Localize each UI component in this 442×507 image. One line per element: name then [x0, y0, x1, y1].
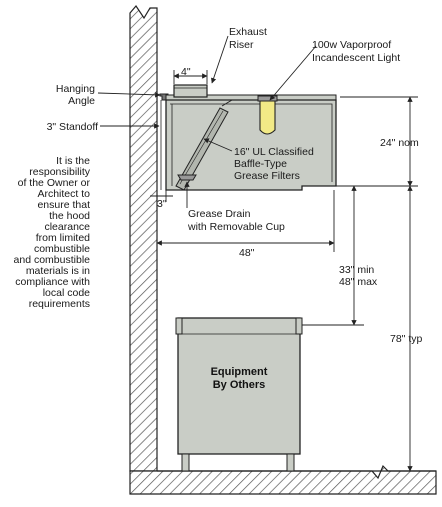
hood	[157, 84, 337, 191]
responsibility-line: from limited	[36, 232, 90, 244]
dim-hood-length: 48"	[239, 247, 255, 259]
dim-clearance-max: 48" max	[339, 276, 378, 288]
dimension-lines	[97, 35, 418, 472]
responsibility-line: ensure that	[37, 199, 90, 211]
responsibility-line: responsibility	[29, 166, 90, 178]
label-exhaust-riser-2: Riser	[229, 39, 254, 51]
responsibility-line: the hood	[49, 210, 90, 222]
responsibility-line: Architect to	[37, 188, 90, 200]
label-hanging-angle-1: Hanging	[56, 83, 95, 95]
label-standoff: 3" Standoff	[47, 121, 98, 133]
responsibility-line: clearance	[44, 221, 90, 233]
label-light-1: 100w Vaporproof	[312, 39, 391, 51]
dim-mount-height: 78" typ	[390, 333, 422, 345]
label-filters-1: 16" UL Classified	[234, 146, 314, 158]
annotations: Exhaust Riser 100w Vaporproof Incandesce…	[14, 26, 423, 391]
dim-standoff-depth: 3"	[157, 198, 167, 210]
floor	[129, 464, 437, 495]
light-fixture	[259, 100, 276, 135]
responsibility-line: compliance with	[15, 276, 90, 288]
grease-cup	[177, 174, 197, 181]
label-equipment-2: By Others	[213, 379, 266, 391]
label-light-2: Incandescent Light	[312, 52, 400, 64]
label-equipment-1: Equipment	[211, 366, 268, 378]
responsibility-line: of the Owner or	[18, 177, 91, 189]
responsibility-line: It is the	[56, 155, 90, 167]
wall	[129, 5, 158, 472]
baffle-filter	[175, 107, 229, 191]
label-filters-3: Grease Filters	[234, 170, 300, 182]
responsibility-line: materials is in	[26, 265, 90, 277]
dim-hood-height: 24" nom	[380, 137, 419, 149]
equipment	[175, 317, 303, 472]
label-hanging-angle-2: Angle	[68, 95, 95, 107]
responsibility-line: and combustible	[14, 254, 91, 266]
label-drain-2: with Removable Cup	[187, 221, 285, 233]
exhaust-riser	[173, 84, 208, 98]
label-exhaust-riser-1: Exhaust	[229, 26, 267, 38]
dim-riser-width: 4"	[181, 66, 191, 78]
dim-clearance-min: 33" min	[339, 264, 374, 276]
responsibility-line: combustible	[34, 243, 90, 255]
label-filters-2: Baffle-Type	[234, 158, 287, 170]
responsibility-line: requirements	[29, 298, 90, 310]
responsibility-line: local code	[43, 287, 90, 299]
label-drain-1: Grease Drain	[188, 208, 251, 220]
label-responsibility: It is the responsibility of the Owner or…	[14, 155, 91, 310]
